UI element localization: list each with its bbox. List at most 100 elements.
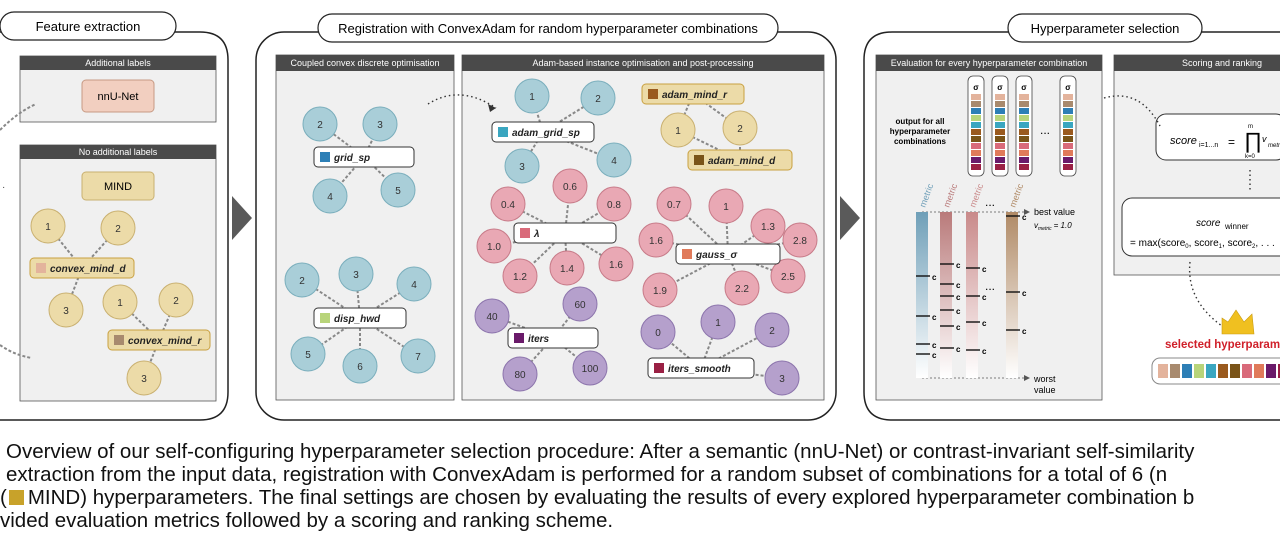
value-node	[290, 336, 326, 372]
hyperparameter-name: grid_sp	[333, 153, 370, 164]
color-swatch	[36, 263, 46, 273]
output-swatch	[971, 164, 981, 170]
value-node-label: 7	[415, 352, 421, 363]
output-swatch	[1019, 129, 1029, 135]
value-node	[476, 228, 512, 264]
caption-line-1: Overview of our self-configuring hyperpa…	[6, 440, 1195, 463]
worst-value-label: value	[1034, 385, 1056, 395]
hyperparameter-label-gauss_sigma	[675, 243, 781, 265]
output-swatch	[971, 115, 981, 121]
value-node-label: 0	[655, 328, 661, 339]
color-swatch	[114, 335, 124, 345]
column-sigma: σ	[997, 83, 1003, 92]
selected-swatch	[1206, 364, 1216, 378]
value-node-label: 0.8	[607, 200, 621, 211]
output-swatch	[995, 115, 1005, 121]
column-sigma: σ	[973, 83, 979, 92]
value-node-label: 2	[173, 296, 179, 307]
value-node-label: 4	[327, 192, 333, 203]
value-node-label: 2.2	[735, 284, 749, 295]
output-swatch	[995, 143, 1005, 149]
value-node-label: 3	[353, 270, 359, 281]
caption-line-4: vided evaluation metrics followed by a s…	[0, 509, 614, 532]
color-swatch	[320, 152, 330, 162]
coupled-header: Coupled convex discrete optimisation	[290, 58, 439, 68]
color-swatch	[498, 127, 508, 137]
output-swatch	[1063, 164, 1073, 170]
metric-tick-label: c	[932, 351, 937, 360]
output-swatch	[1063, 143, 1073, 149]
metric-tick-label: c	[932, 273, 937, 282]
caption-line-2: extraction from the input data, registra…	[6, 463, 1168, 486]
metric-bar	[940, 212, 952, 378]
selected-swatch	[1254, 364, 1264, 378]
value-node	[490, 186, 526, 222]
output-swatch	[1019, 157, 1029, 163]
value-node	[562, 286, 598, 322]
value-node	[502, 356, 538, 392]
value-node-label: 2	[317, 120, 323, 131]
value-node	[642, 272, 678, 308]
metric-tick-label: c	[956, 307, 961, 316]
output-swatch	[1063, 108, 1073, 114]
value-node	[724, 270, 760, 306]
feature-extraction-title: Feature extraction	[36, 19, 141, 34]
caption-line-3: (MIND) hyperparameters. The final settin…	[0, 486, 1195, 509]
value-node-label: 1.0	[487, 242, 501, 253]
value-node	[126, 360, 162, 396]
output-label-3: combinations	[894, 137, 947, 146]
overview-diagram: .t{font-family:"Liberation Sans",sans-se…	[0, 11, 1280, 421]
output-swatch	[971, 136, 981, 142]
output-swatch	[995, 150, 1005, 156]
metric-bar	[966, 212, 978, 378]
value-node	[158, 282, 194, 318]
hyperparameter-label-lambda	[513, 222, 617, 244]
color-swatch	[682, 249, 692, 259]
section-arrow	[232, 196, 252, 240]
value-node	[400, 338, 436, 374]
output-swatch	[1063, 150, 1073, 156]
value-node-label: 6	[357, 362, 363, 373]
hyperparameter-label-iters_smooth	[647, 357, 755, 379]
output-swatch	[995, 94, 1005, 100]
hyperparameter-label-grid_sp	[313, 146, 415, 168]
output-swatch	[1019, 122, 1029, 128]
hyperparameter-name: gauss_σ	[695, 250, 737, 261]
product-upper: m	[1248, 124, 1253, 130]
output-swatch	[1019, 108, 1029, 114]
color-swatch	[520, 228, 530, 238]
value-node	[708, 188, 744, 224]
selected-swatch	[1182, 364, 1192, 378]
hyperparameter-name: iters	[528, 334, 550, 345]
value-node	[504, 148, 540, 184]
value-node	[380, 172, 416, 208]
hyperparameter-label-disp_hwd	[313, 307, 407, 329]
output-label-1: output for all	[896, 117, 945, 126]
value-node-label: 3	[141, 374, 147, 385]
figure-caption: Overview of our self-configuring hyperpa…	[0, 440, 1280, 532]
output-swatch	[1019, 164, 1029, 170]
selection-title: Hyperparameter selection	[1031, 21, 1180, 36]
metric-tick-label: c	[1022, 289, 1027, 298]
value-node-label: 0.7	[667, 200, 681, 211]
hyperparameter-label-iters	[507, 327, 599, 349]
metric-tick-label: c	[932, 313, 937, 322]
evaluation-header: Evaluation for every hyperparameter comb…	[891, 58, 1088, 68]
output-swatch	[971, 143, 981, 149]
vmetric-label: vmetric= 1.0	[1034, 221, 1072, 232]
value-node	[338, 256, 374, 292]
color-swatch	[514, 333, 524, 343]
output-swatch	[1063, 136, 1073, 142]
score-formula: score	[1170, 135, 1197, 147]
value-node	[100, 210, 136, 246]
product-lower: k=0	[1245, 154, 1256, 160]
caption-line-3-text: MIND) hyperparameters. The final setting…	[27, 486, 1195, 509]
value-node-label: 1.4	[560, 264, 574, 275]
incoming-arrow	[0, 103, 37, 131]
equals-sign: =	[1228, 135, 1235, 149]
value-node	[638, 222, 674, 258]
value-node-label: 0.4	[501, 200, 515, 211]
scoring-header: Scoring and ranking	[1182, 58, 1262, 68]
value-node-label: 1	[675, 126, 681, 137]
output-swatch	[1063, 115, 1073, 121]
